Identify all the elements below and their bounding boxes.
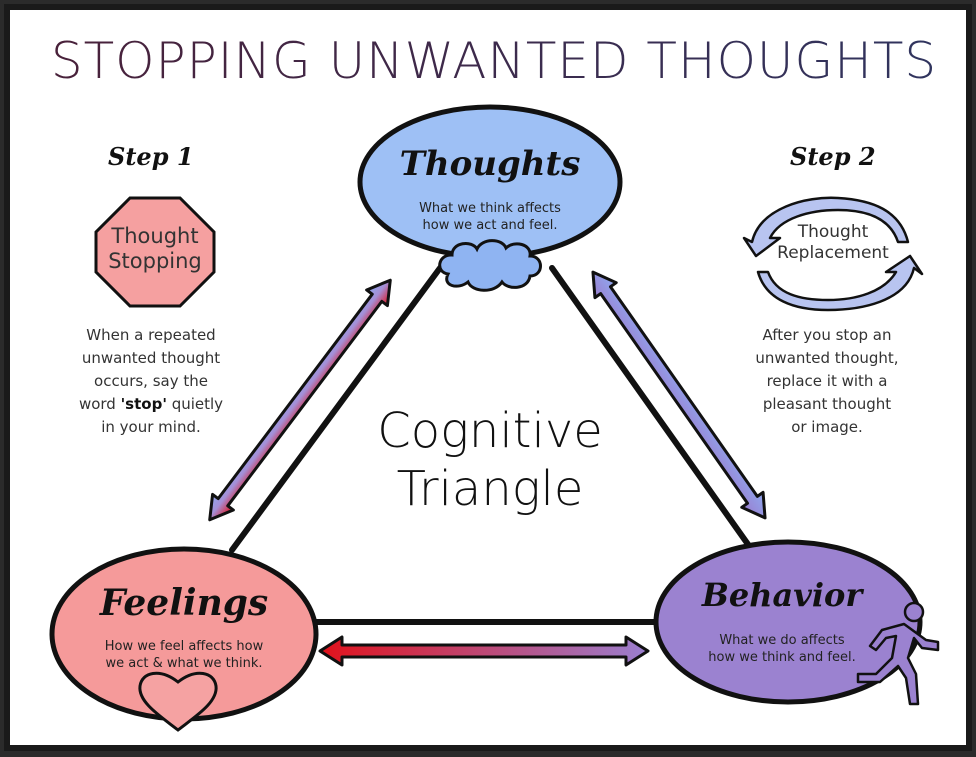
step2-text-line4: pleasant thought	[762, 395, 892, 413]
step2-text-line3: replace it with a	[766, 372, 888, 390]
behavior-description: What we do affects how we think and feel…	[672, 632, 892, 666]
step1-text-bold: 'stop'	[120, 395, 167, 413]
thoughts-desc-line2: how we act and feel.	[422, 218, 558, 233]
heart-icon	[138, 671, 218, 732]
step1-text-line2: unwanted thought	[81, 349, 221, 367]
thoughts-title: Thoughts	[399, 144, 581, 184]
step2-text-line2: unwanted thought,	[755, 349, 899, 367]
arrow-thoughts-behavior	[591, 270, 767, 520]
stop-sign-octagon	[94, 196, 216, 308]
center-line2: Triangle	[396, 461, 584, 517]
arrow-feelings-behavior	[318, 635, 650, 667]
feelings-description: How we feel affects how we act & what we…	[74, 638, 294, 672]
triangle-edges	[229, 265, 755, 625]
stop-sign-label: Thought Stopping	[96, 224, 214, 274]
cycle-label: Thought Replacement	[758, 222, 908, 264]
poster-frame: STOPPING UNWANTED THOUGHTS	[4, 4, 972, 751]
feelings-title: Feelings	[99, 582, 269, 624]
feelings-desc-line2: we act & what we think.	[105, 656, 263, 671]
thoughts-description: What we think affects how we act and fee…	[390, 200, 590, 234]
center-line1: Cognitive	[377, 403, 603, 459]
step1-text-line5: in your mind.	[101, 418, 201, 436]
thoughts-desc-line1: What we think affects	[419, 201, 561, 216]
step2-text-line5: or image.	[791, 418, 863, 436]
step2-heading: Step 2	[790, 142, 876, 171]
step1-text-line3: occurs, say the	[94, 372, 208, 390]
step1-heading: Step 1	[108, 142, 194, 171]
step2-text-line1: After you stop an	[762, 326, 892, 344]
step1-text-pre: word	[78, 395, 121, 413]
cycle-arrows-icon	[742, 196, 924, 312]
cycle-line2: Replacement	[777, 243, 889, 263]
behavior-title: Behavior	[701, 576, 863, 614]
behavior-node	[653, 539, 923, 705]
page-title: STOPPING UNWANTED THOUGHTS	[10, 32, 976, 90]
runner-icon	[856, 601, 940, 706]
cognitive-triangle-diagram	[49, 104, 940, 732]
behavior-desc-line1: What we do affects	[719, 633, 845, 648]
step2-description: After you stop an unwanted thought, repl…	[732, 324, 922, 439]
step1-text-post: quietly	[166, 395, 224, 413]
stop-sign-line1: Thought	[111, 224, 199, 248]
cloud-icon	[438, 239, 542, 292]
behavior-desc-line2: how we think and feel.	[708, 650, 856, 665]
feelings-desc-line1: How we feel affects how	[104, 639, 264, 654]
cycle-line1: Thought	[797, 222, 869, 242]
step1-text-line1: When a repeated	[86, 326, 216, 344]
cognitive-triangle-label: Cognitive Triangle	[330, 402, 650, 518]
step1-text-line4: word 'stop' quietly	[56, 393, 246, 416]
arrow-feelings-thoughts	[208, 278, 392, 522]
stop-sign-line2: Stopping	[108, 249, 202, 273]
step1-description: When a repeated unwanted thought occurs,…	[56, 324, 246, 439]
